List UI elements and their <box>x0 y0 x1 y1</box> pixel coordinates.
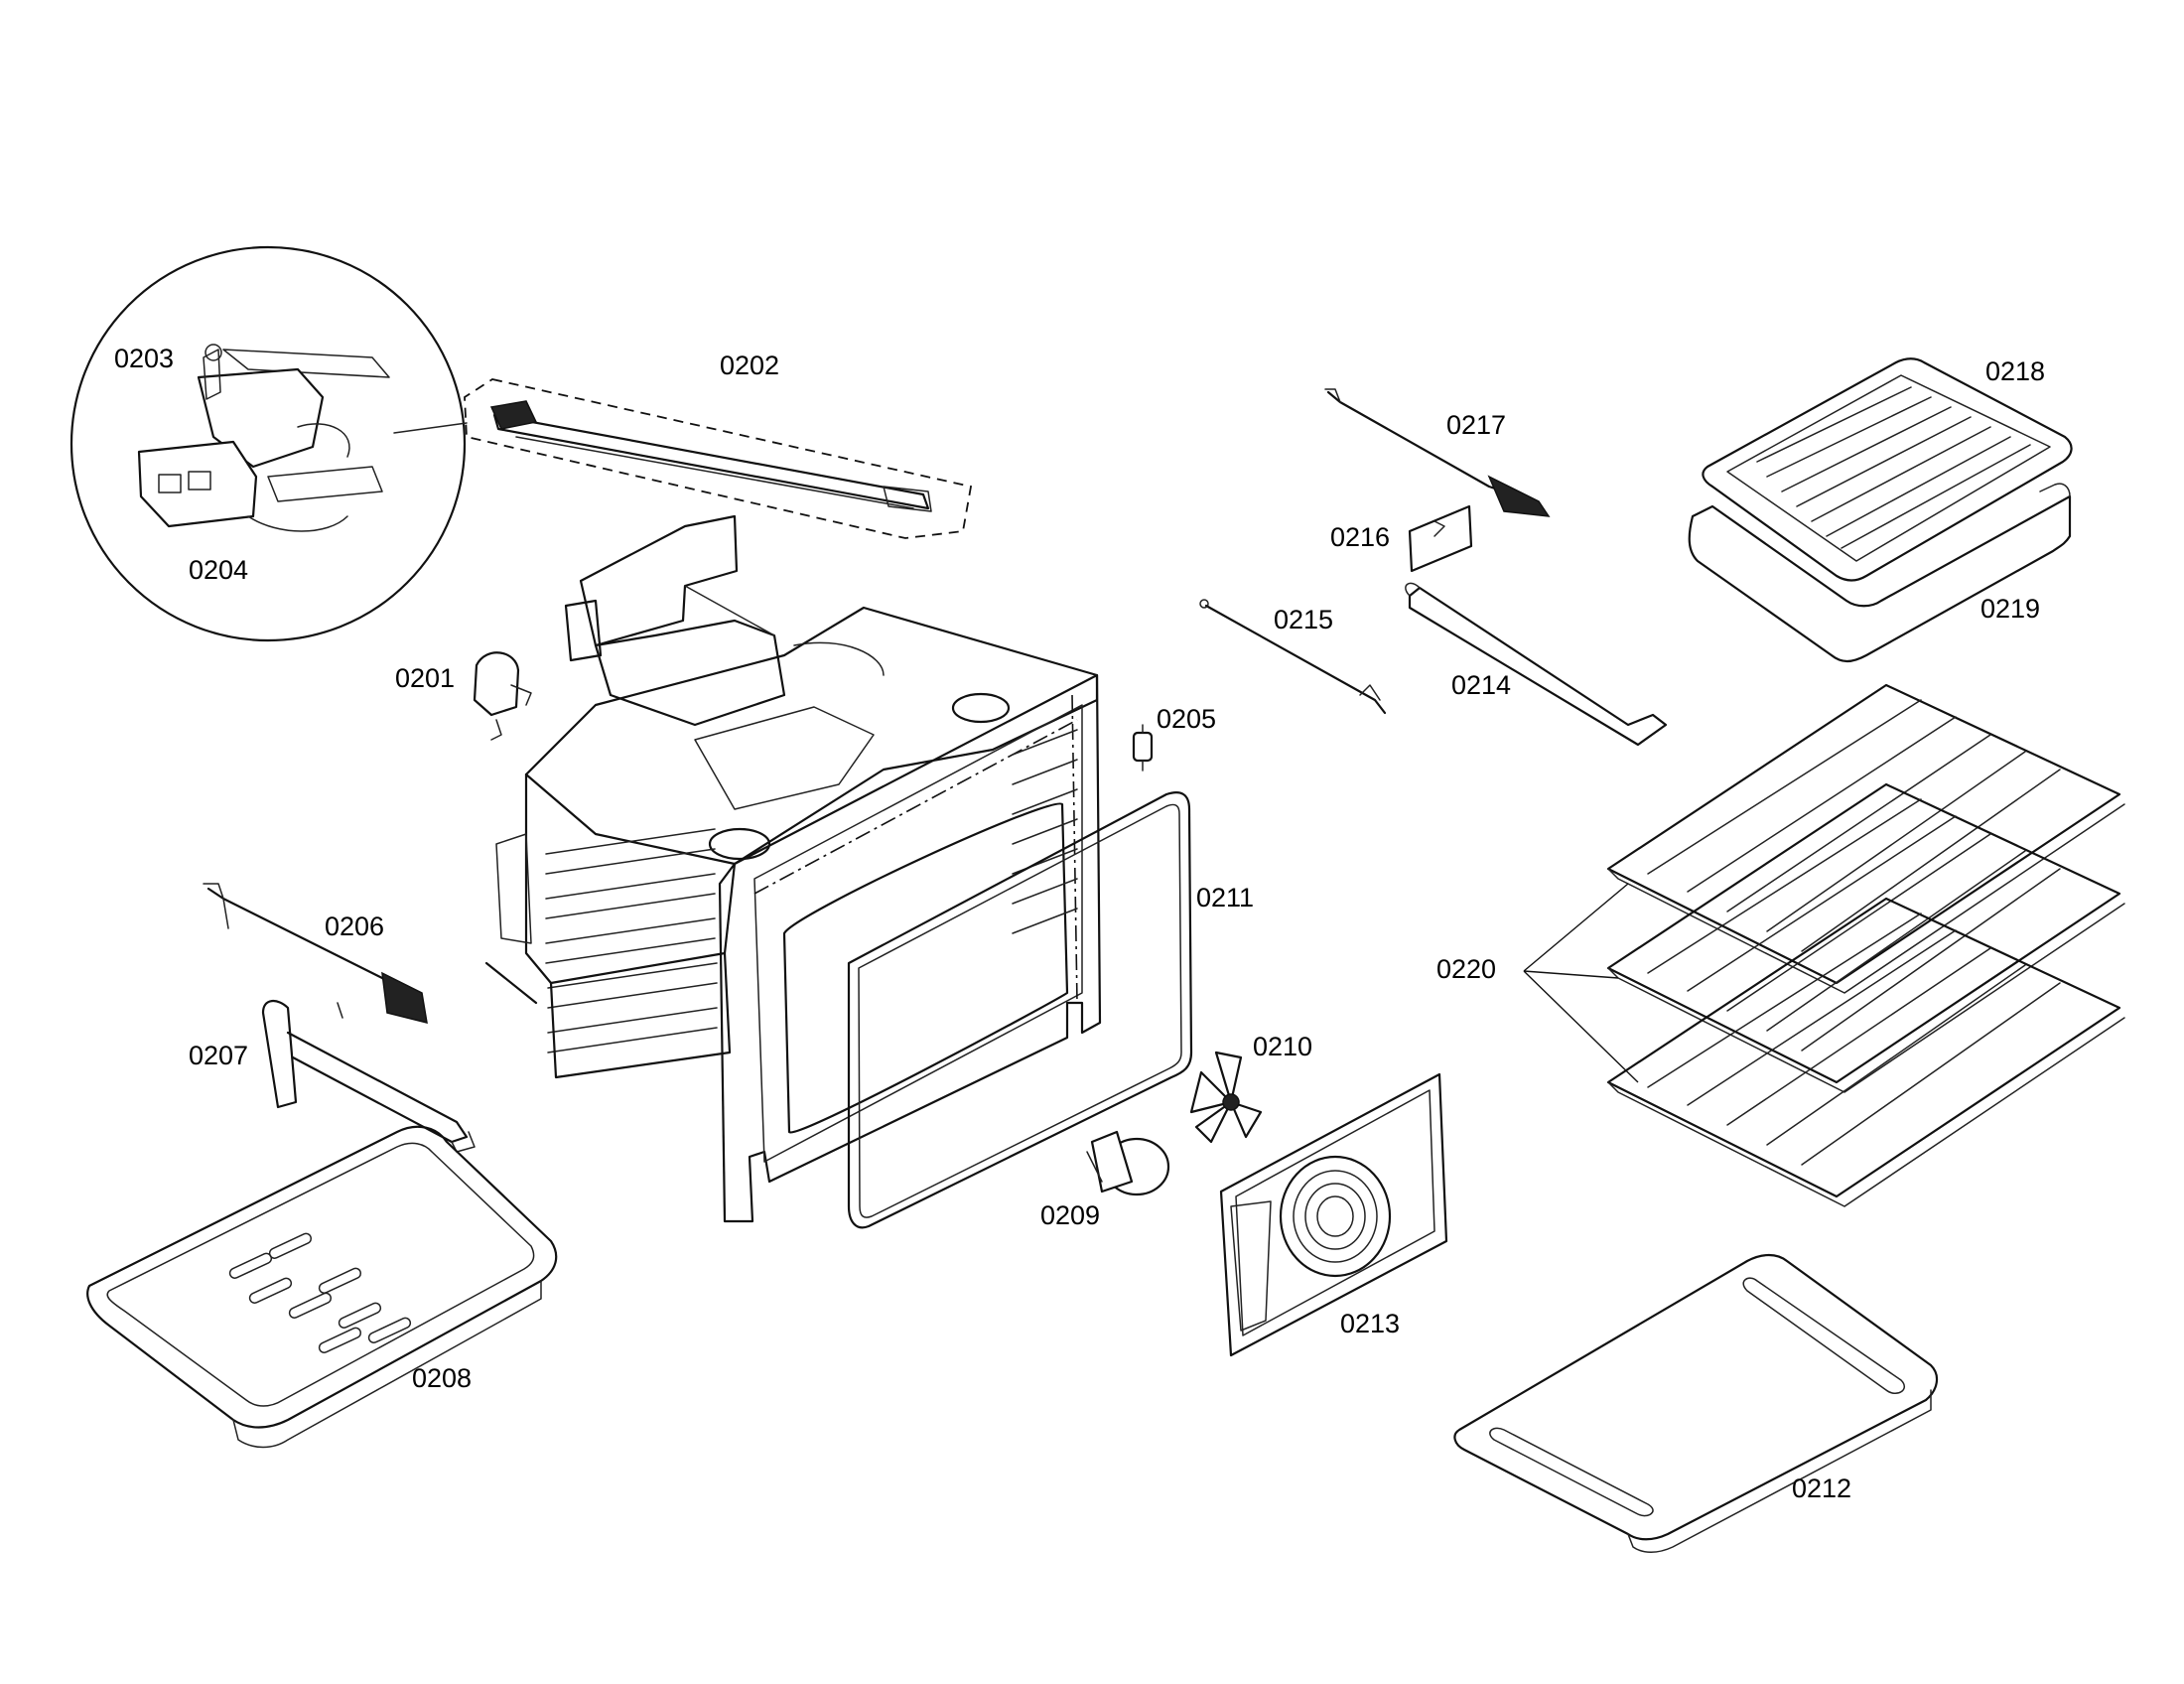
part-0205-switch <box>1132 724 1154 772</box>
oven-right-rack-slots <box>1012 729 1078 934</box>
label-0217: 0217 <box>1446 410 1506 440</box>
label-0214: 0214 <box>1451 670 1511 700</box>
label-0220: 0220 <box>1436 954 1496 984</box>
label-0209: 0209 <box>1040 1200 1100 1230</box>
label-0211: 0211 <box>1196 883 1254 912</box>
part-0218-broil-grid <box>1702 357 2073 582</box>
part-0201-bracket <box>473 651 532 741</box>
oven-cavity <box>484 514 1102 1223</box>
label-0212: 0212 <box>1792 1474 1851 1503</box>
label-0207: 0207 <box>189 1041 248 1070</box>
label-0215: 0215 <box>1274 605 1333 634</box>
part-0202-latch-rail <box>464 378 973 539</box>
label-0204: 0204 <box>189 555 248 585</box>
label-0219: 0219 <box>1980 594 2040 624</box>
oven-rack-top <box>1606 683 2125 994</box>
part-0217-wire-harness <box>1324 388 1551 517</box>
part-0208-broil-pan <box>86 1125 558 1449</box>
part-0206-wire-harness <box>203 883 428 1025</box>
detail-circle-door-lock <box>69 245 468 642</box>
label-0205: 0205 <box>1157 704 1216 734</box>
part-0211-door-gasket <box>847 791 1193 1229</box>
label-0213: 0213 <box>1340 1309 1400 1338</box>
part-0219-broil-pan-tray <box>1688 483 2072 663</box>
part-0213-convection-cover <box>1219 1072 1448 1357</box>
oven-left-rack-slots <box>545 828 718 1053</box>
part-0210-convection-fan-blade <box>1189 1051 1263 1144</box>
part-0215-sensor <box>1199 599 1387 715</box>
part-0207-sensor-bracket <box>261 1000 476 1153</box>
part-0209-oven-lamp <box>1086 1130 1170 1196</box>
label-0202: 0202 <box>720 351 779 380</box>
part-0220-oven-racks <box>1523 683 2125 1207</box>
label-0218: 0218 <box>1985 356 2045 386</box>
label-0210: 0210 <box>1253 1032 1312 1061</box>
part-labels: 0203 0204 0202 0201 0205 0211 0206 0207 … <box>114 344 2045 1503</box>
part-0212-oven-bottom <box>1453 1253 1939 1553</box>
part-0214-heating-element-bracket <box>1405 582 1668 747</box>
label-0203: 0203 <box>114 344 174 373</box>
broil-grid-slots <box>1756 386 2031 549</box>
label-0208: 0208 <box>412 1363 472 1393</box>
label-0206: 0206 <box>325 912 384 941</box>
broil-pan-slots <box>228 1232 412 1353</box>
oven-rack-middle <box>1606 782 2125 1093</box>
label-0201: 0201 <box>395 663 455 693</box>
label-0216: 0216 <box>1330 522 1390 552</box>
oven-rack-bottom <box>1606 897 2125 1207</box>
part-0216-plate <box>1408 504 1473 573</box>
